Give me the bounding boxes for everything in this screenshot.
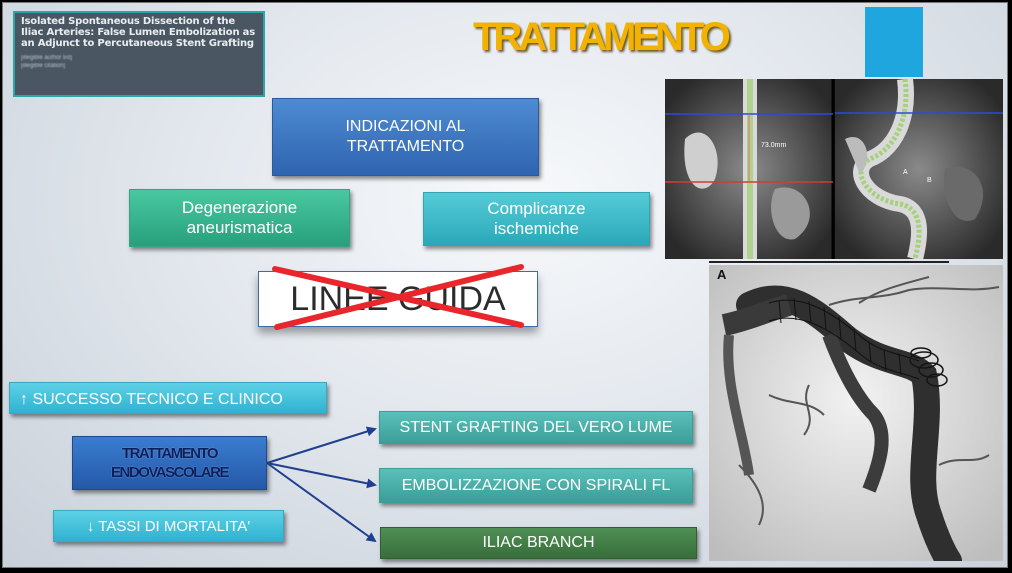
reference-card: Isolated Spontaneous Dissection of the I… — [13, 11, 265, 97]
indicazioni-box: INDICAZIONI AL TRATTAMENTO — [272, 98, 539, 176]
iliac-branch-box: ILIAC BRANCH — [380, 527, 697, 559]
complicanze-box: Complicanze ischemiche — [423, 192, 650, 246]
ct-label-b: B — [927, 177, 932, 184]
degenerazione-box: Degenerazione aneurismatica — [129, 189, 350, 247]
ct-measure-label: 73.0mm — [761, 142, 786, 149]
endovascolare-text: TRATTAMENTO ENDOVASCOLARE — [111, 445, 229, 481]
image-divider — [709, 261, 949, 263]
reference-authors: [illegible author list] — [21, 55, 73, 61]
stent-box: STENT GRAFTING DEL VERO LUME — [379, 411, 693, 444]
endovascolare-box: TRATTAMENTO ENDOVASCOLARE — [72, 436, 267, 490]
branch-arrows — [266, 426, 377, 543]
successo-box: ↑ SUCCESSO TECNICO E CLINICO — [9, 382, 327, 414]
embolizzazione-box: EMBOLIZZAZIONE CON SPIRALI FL — [379, 468, 693, 503]
ct-label-a: A — [903, 169, 908, 176]
slide-title: TRATTAMENTO — [473, 15, 731, 59]
reference-title: Isolated Spontaneous Dissection of the I… — [21, 16, 255, 49]
angiography-image: A — [709, 265, 1003, 561]
reference-journal: [illegible citation] — [21, 63, 66, 69]
ct-scan-image: 73.0mm A B — [665, 79, 1003, 259]
accent-square — [865, 7, 923, 77]
angio-label: A — [717, 267, 727, 282]
mortalita-box: ↓ TASSI DI MORTALITA' — [53, 510, 284, 542]
red-cross-icon — [272, 264, 524, 330]
